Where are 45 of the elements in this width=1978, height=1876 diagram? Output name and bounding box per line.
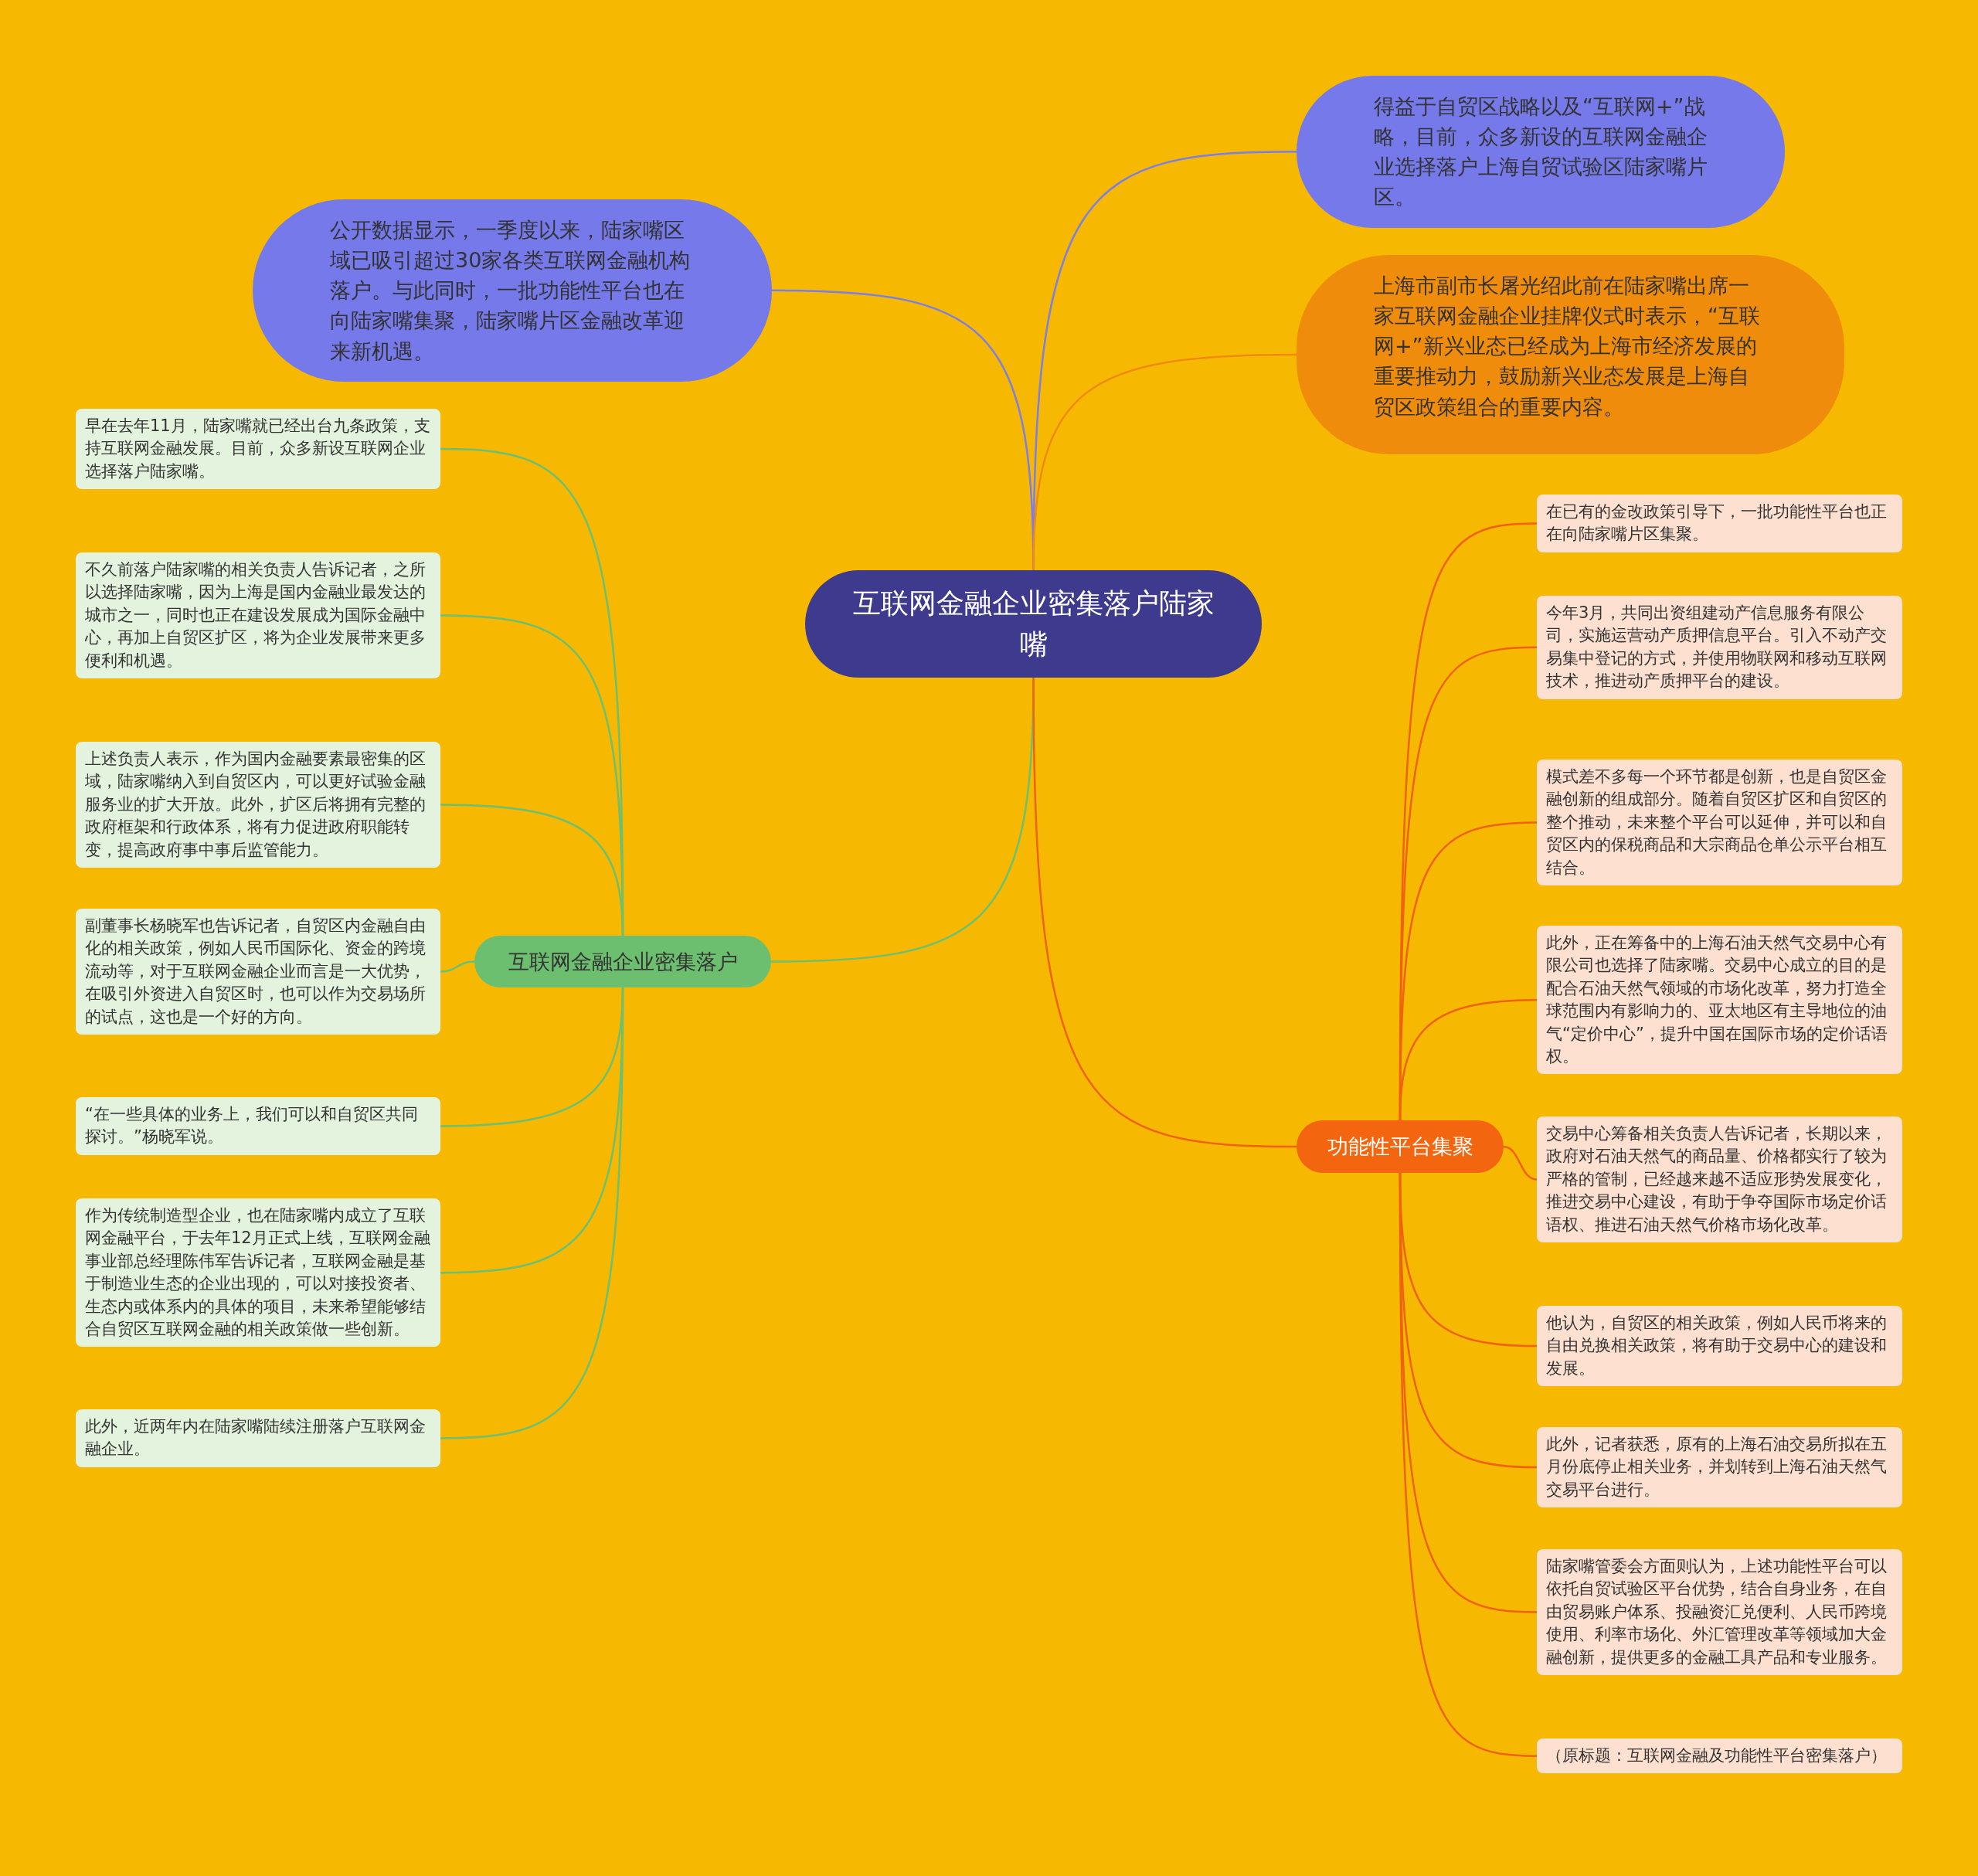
node-text: 上海市副市长屠光绍此前在陆家嘴出席一家互联网金融企业挂牌仪式时表示，“互联网+”新兴业态已经成为上海市经济发展的重要推动力，鼓励新兴业态发展是上海自贸区政策组合的重要内容。	[1374, 273, 1761, 420]
node-text: 在已有的金改政策引导下，一批功能性平台也正在向陆家嘴片区集聚。	[1546, 501, 1888, 545]
connector-line	[1399, 1173, 1538, 1757]
node-text: 功能性平台集聚	[1327, 1133, 1473, 1160]
connector-line	[1399, 998, 1538, 1121]
note-card	[1537, 1549, 1902, 1675]
node-text: 得益于自贸区战略以及“互联网+”战略，目前，众多新设的互联网金融企业选择落户上海自贸试验区陆家嘴片区。	[1374, 93, 1708, 211]
node-text: 模式差不多每一个环节都是创新，也是自贸区金融创新的组成部分。随着自贸区扩区和自贸区的整个推动，未来整个平台可以延伸，并可以和自贸区内的保税商品和大宗商品仓单公示平台相互结合。	[1546, 766, 1888, 879]
node-text: 公开数据显示，一季度以来，陆家嘴区域已吸引超过30家各类互联网金融机构落户。与此同时，一批功能性平台也在向陆家嘴集聚，陆家嘴片区金融改革迎来新机遇。	[330, 217, 692, 365]
node-text: 此外，近两年内在陆家嘴陆续注册落户互联网金融企业。	[85, 1416, 427, 1460]
connector-line	[1503, 1145, 1538, 1181]
note-card	[1537, 760, 1902, 885]
note-card	[76, 1409, 440, 1467]
node-text: 互联网金融企业密集落户	[508, 948, 738, 975]
node-text: 今年3月，共同出资组建动产信息服务有限公司，实施运营动产质押信息平台。引入不动产交易集中登记的方式，并使用物联网和移动互联网技术，推进动产质押平台的建设。	[1546, 603, 1888, 692]
node-text: 此外，记者获悉，原有的上海石油交易所拟在五月份底停止相关业务，并划转到上海石油天然气交易平台进行。	[1546, 1434, 1888, 1500]
connector-line	[1032, 353, 1297, 571]
node-text: 早在去年11月，陆家嘴就已经出台九条政策，支持互联网金融发展。目前，众多新设互联网企业选择落户陆家嘴。	[85, 416, 431, 482]
node-text: 此外，正在筹备中的上海石油天然气交易中心有限公司也选择了陆家嘴。交易中心成立的目的是配合石油天然气领域的市场化改革，努力打造全球范围内有影响力的、亚太地区有主导地位的油气“定价中心”，提升中国在国际市场的定价话语权。	[1546, 933, 1888, 1067]
node-text: 作为传统制造型企业，也在陆家嘴内成立了互联网金融平台，于去年12月正式上线，互联网金融事业部总经理陈伟军告诉记者，互联网金融是基于制造业生态的企业出现的，可以对接投资者、生态内或体系内的具体的项目，未来希望能够结合自贸区互联网金融的相关政策做一些创新。	[85, 1205, 431, 1340]
connector-line	[440, 960, 475, 973]
note-card	[1537, 1306, 1902, 1387]
note-card	[1537, 494, 1902, 552]
node-text: 陆家嘴管委会方面则认为，上述功能性平台可以依托自贸试验区平台优势，结合自身业务，在自由贸易账户体系、投融资汇兑便利、人民币跨境使用、利率市场化、外汇管理改革等领域加大金融创新，提供更多的金融工具产品和专业服务。	[1546, 1556, 1888, 1668]
note-card	[1537, 1738, 1902, 1774]
note-card	[1537, 1427, 1902, 1508]
note-card	[1537, 596, 1902, 699]
node-text: 交易中心筹备相关负责人告诉记者，长期以来，政府对石油天然气的商品量、价格都实行了较为严格的管制，已经越来越不适应形势发展变化，推进交易中心建设，有助于争夺国际市场定价话语权、推进石油天然气价格市场化改革。	[1546, 1123, 1888, 1235]
node-text: （原标题：互联网金融及功能性平台密集落户）	[1546, 1745, 1888, 1766]
node-text: 他认为，自贸区的相关政策，例如人民币将来的自由兑换相关政策，将有助于交易中心的建设和发展。	[1546, 1313, 1888, 1379]
connector-line	[440, 987, 624, 1439]
note-card	[76, 552, 440, 678]
node-text: 上述负责人表示，作为国内金融要素最密集的区域，陆家嘴纳入到自贸区内，可以更好试验金融服务业的扩大开放。此外，扩区后将拥有完整的政府框架和行政体系，将有力促进政府职能转变，提高政府事中事后监管能力。	[85, 749, 427, 861]
connector-line	[1032, 678, 1297, 1148]
note-card	[1537, 926, 1902, 1075]
node-text: 互联网金融企业密集落户陆家嘴	[851, 586, 1215, 661]
note-card	[76, 742, 440, 868]
note-card	[76, 1097, 440, 1155]
node-text: 不久前落户陆家嘴的相关负责人告诉记者，之所以选择陆家嘴，因为上海是国内金融业最发达的城市之一，同时也正在建设发展成为国际金融中心，再加上自贸区扩区，将为企业发展带来更多便利和机遇。	[85, 559, 427, 671]
connector-line	[440, 804, 624, 936]
node-text: “在一些具体的业务上，我们可以和自贸区共同探讨。”杨晓军说。	[85, 1104, 419, 1148]
note-card	[76, 409, 440, 490]
note-card	[76, 909, 440, 1035]
node-text: 副董事长杨晓军也告诉记者，自贸区内金融自由化的相关政策，例如人民币国际化、资金的跨境流动等，对于互联网金融企业而言是一大优势，在吸引外资进入自贸区时，也可以作为交易场所的试点，这也是一个好的方向。	[85, 916, 427, 1028]
note-card	[1537, 1116, 1902, 1242]
